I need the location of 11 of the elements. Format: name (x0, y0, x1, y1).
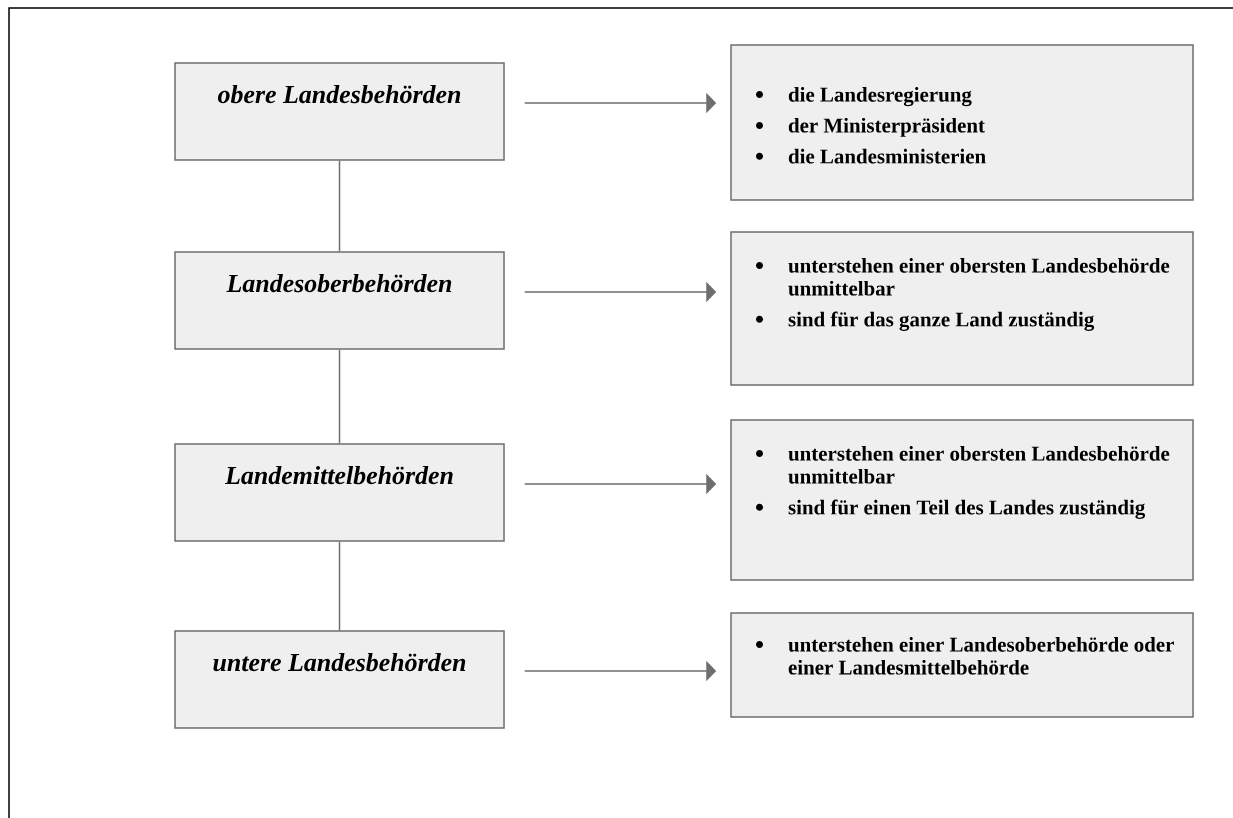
authority-box: obere Landesbehörden (174, 62, 505, 161)
connector-line (338, 541, 341, 631)
bullet-list-box: unterstehen einer obersten Landesbehörde unmittelbar sind für das ganze Land zuständig (730, 231, 1194, 386)
bullet-list-box: die Landesregierung der Ministerpräsident die Landesministerien (730, 44, 1194, 201)
authority-box: Landemittelbehörden (174, 443, 505, 542)
bullet-list-box: unterstehen einer obersten Landesbehörde unmittelbar sind für einen Teil des Landes zuständig (730, 419, 1194, 581)
bullet-list-box: unterstehen einer Landesoberbehörde oder einer Landesmittelbehörde (730, 612, 1194, 718)
authority-box: untere Landesbehörden (174, 630, 505, 729)
connector-line (338, 349, 341, 444)
authority-box: Landesoberbehörden (174, 251, 505, 350)
connector-line (338, 160, 341, 252)
